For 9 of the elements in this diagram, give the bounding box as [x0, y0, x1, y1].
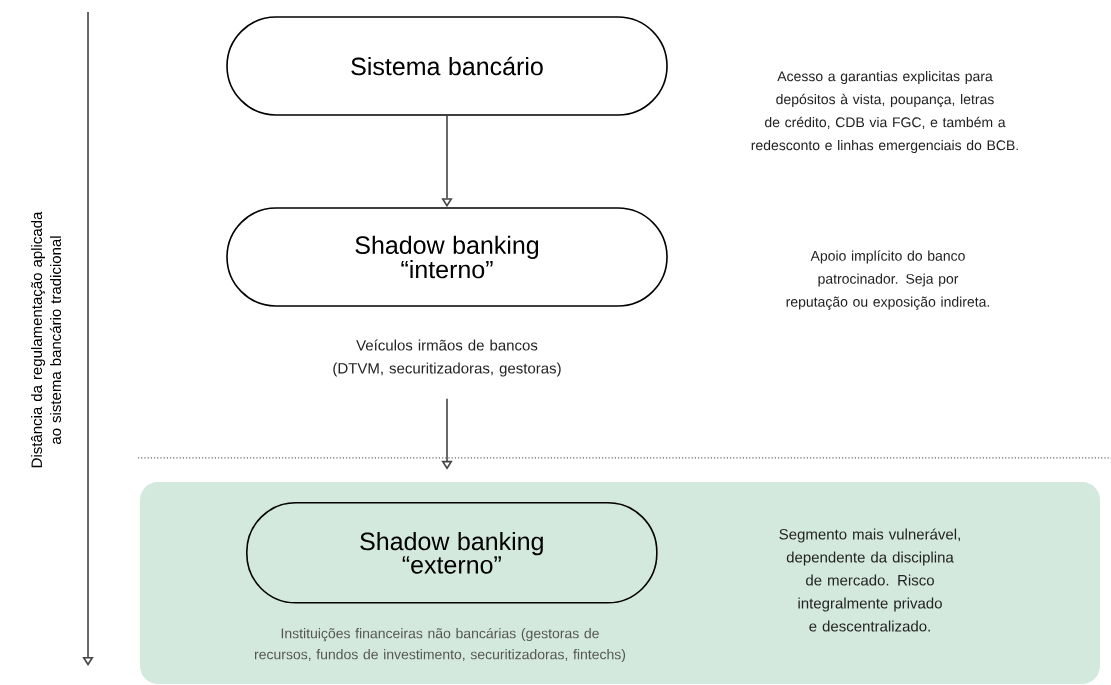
rounded-box: Shadow banking “interno”: [226, 207, 668, 307]
rounded-box: Shadow banking “externo”: [246, 502, 658, 604]
caption-text: Veículos irmãos de bancos (DTVM, securitizadoras, gestoras): [333, 339, 561, 377]
note-text: Apoio implícito do banco patrocinador. Seja por reputação ou exposição indireta.: [786, 250, 989, 310]
rounded-box: Sistema bancário: [226, 16, 668, 116]
axis-label: Distância da regulamentação aplicada ao sistema bancário tradicional: [31, 211, 62, 468]
caption-text: Instituições financeiras não bancárias (gestoras de recursos, fundos de investimento, securitizadoras, fintechs): [254, 627, 626, 663]
note-text: Acesso a garantias explicitas para depósitos à vista, poupança, letras de crédito, CDB via FGC, e também a redesconto e linhas emergenciais do BCB.: [751, 70, 1018, 153]
arrow: [441, 398, 453, 470]
